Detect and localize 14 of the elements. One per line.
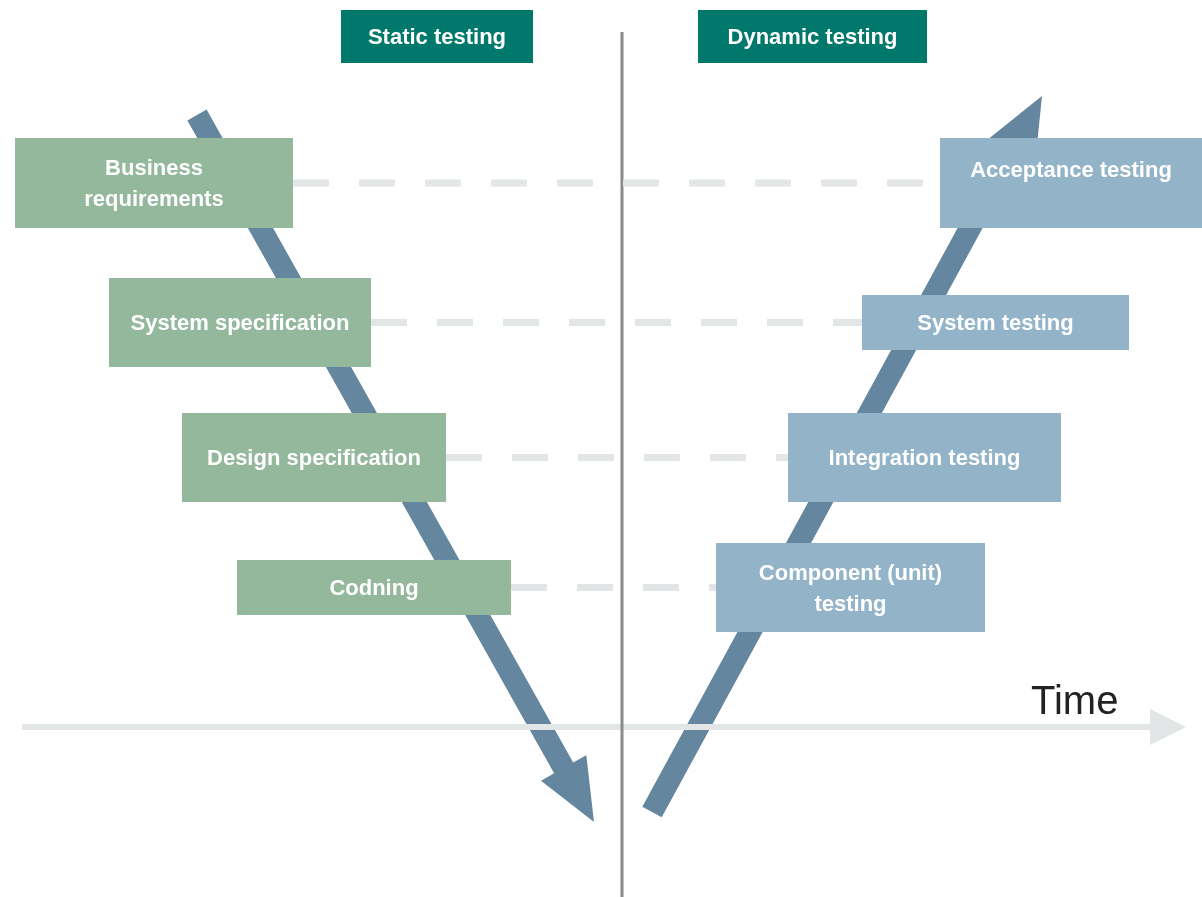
phase-header: Static testing (341, 10, 533, 63)
dashed-connector (371, 319, 862, 326)
spec-box: Codning (237, 560, 511, 615)
test-box: Acceptance testing (940, 138, 1202, 228)
spec-box: System specification (109, 278, 371, 367)
axis-label: Time (1031, 677, 1119, 723)
spec-box: Design specification (182, 413, 446, 502)
dashed-connector (446, 454, 788, 461)
test-box: System testing (862, 295, 1129, 350)
test-box: Component (unit) testing (716, 543, 985, 632)
test-box: Integration testing (788, 413, 1061, 502)
spec-box: Business requirements (15, 138, 293, 228)
dashed-connector (511, 584, 716, 591)
phase-header: Dynamic testing (698, 10, 927, 63)
